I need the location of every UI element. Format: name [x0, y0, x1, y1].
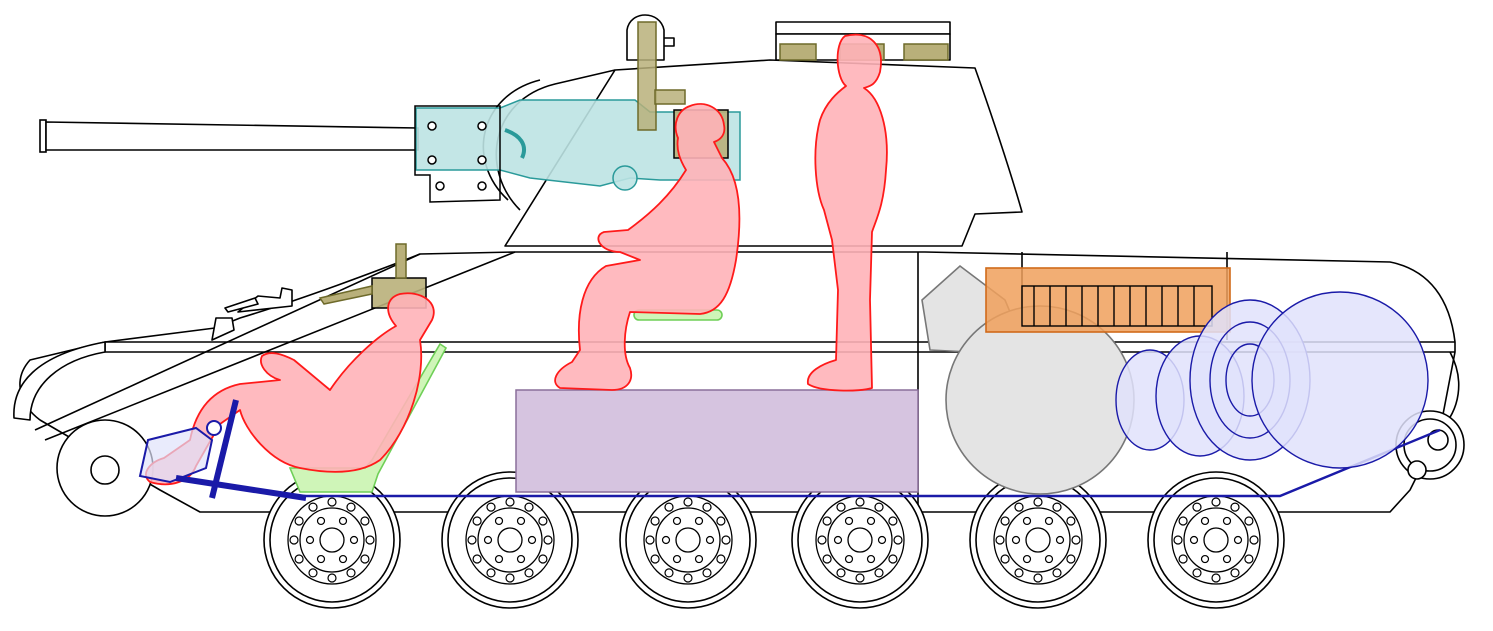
wheel-bolt [1244, 554, 1254, 564]
wheel-bolt [486, 502, 496, 512]
wheel-bolt [1066, 554, 1076, 564]
wheel-bolt [822, 554, 832, 564]
wheel-bolt [360, 516, 370, 526]
wheel-bolt [1192, 502, 1202, 512]
wheel-bolt [365, 535, 375, 545]
wheel-bolt [524, 568, 534, 578]
wheel-bolt [289, 535, 299, 545]
wheel-bolt [1211, 573, 1221, 583]
road-wheels [263, 471, 1285, 609]
engine-flywheel [945, 305, 1135, 495]
wheel-bolt [888, 516, 898, 526]
wheel-bolt [327, 497, 337, 507]
road-wheel [1147, 471, 1285, 609]
wheel-bolt [817, 535, 827, 545]
wheel-bolt [294, 554, 304, 564]
final-drive [1251, 291, 1429, 469]
wheel-bolt [472, 516, 482, 526]
commander-figure [807, 33, 888, 392]
wheel-bolt [702, 502, 712, 512]
wheel-bolt [1052, 502, 1062, 512]
idler-wheel [56, 419, 154, 517]
radiator [985, 267, 1231, 333]
gunner-figure [554, 103, 741, 391]
wheel-bolt [650, 554, 660, 564]
wheel-bolt [650, 516, 660, 526]
wheel-bolt [1249, 535, 1259, 545]
transmission [1115, 291, 1429, 469]
wheel-bolt [1014, 502, 1024, 512]
pedals [138, 426, 214, 484]
wheel-bolt [1192, 568, 1202, 578]
wheel-bolt [308, 568, 318, 578]
wheel-bolt [855, 497, 865, 507]
wheel-bolt [836, 568, 846, 578]
wheel-bolt [308, 502, 318, 512]
wheel-bolt [1230, 568, 1240, 578]
road-wheel [441, 471, 579, 609]
main-gun [39, 119, 419, 153]
road-wheel [263, 471, 401, 609]
wheel-bolt [836, 502, 846, 512]
wheel-bolt [683, 573, 693, 583]
wheel-bolt [664, 568, 674, 578]
wheel-bolt [1244, 516, 1254, 526]
wheel-bolt [1173, 535, 1183, 545]
wheel-bolt [702, 568, 712, 578]
wheel-bolt [486, 568, 496, 578]
wheel-bolt [360, 554, 370, 564]
wheel-bolt [645, 535, 655, 545]
wheel-bolt [874, 502, 884, 512]
wheel-bolt [1033, 497, 1043, 507]
wheel-bolt [1211, 497, 1221, 507]
wheel-bolt [346, 502, 356, 512]
wheel-bolt [855, 573, 865, 583]
wheel-bolt [543, 535, 553, 545]
wheel-bolt [1230, 502, 1240, 512]
wheel-bolt [467, 535, 477, 545]
wheel-bolt [524, 502, 534, 512]
ammunition-stowage [515, 389, 919, 493]
wheel-bolt [505, 497, 515, 507]
wheel-bolt [472, 554, 482, 564]
wheel-bolt [1033, 573, 1043, 583]
wheel-bolt [1071, 535, 1081, 545]
commander-periscope [637, 21, 657, 131]
wheel-bolt [893, 535, 903, 545]
wheel-bolt [1066, 516, 1076, 526]
crew [145, 33, 888, 486]
wheel-bolt [538, 516, 548, 526]
wheel-bolt [721, 535, 731, 545]
wheel-bolt [716, 554, 726, 564]
wheel-bolt [294, 516, 304, 526]
wheel-bolt [1000, 516, 1010, 526]
wheel-bolt [1014, 568, 1024, 578]
wheel-bolt [716, 516, 726, 526]
wheel-bolt [346, 568, 356, 578]
wheel-bolt [505, 573, 515, 583]
gun-cradle [414, 105, 501, 203]
wheel-bolt [888, 554, 898, 564]
wheel-bolt [538, 554, 548, 564]
wheel-bolt [1052, 568, 1062, 578]
wheel-bolt [683, 497, 693, 507]
wheel-bolt [995, 535, 1005, 545]
wheel-bolt [327, 573, 337, 583]
wheel-bolt [822, 516, 832, 526]
road-wheel [791, 471, 929, 609]
road-wheel [969, 471, 1107, 609]
wheel-bolt [1178, 554, 1188, 564]
drive-sprocket [1395, 410, 1465, 480]
wheel-bolt [664, 502, 674, 512]
wheel-bolt [874, 568, 884, 578]
wheel-bolt [1000, 554, 1010, 564]
wheel-bolt [1178, 516, 1188, 526]
